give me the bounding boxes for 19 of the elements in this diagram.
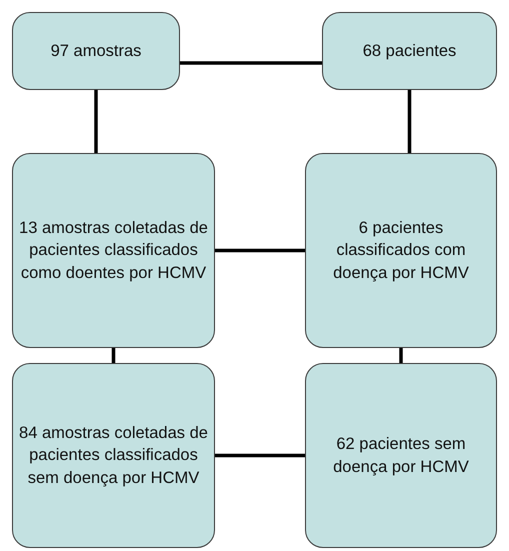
process-box [12, 363, 215, 548]
box-text: 97 amostras [50, 40, 142, 62]
process-box [305, 153, 497, 348]
box-text: 62 pacientes sem doença por HCMV [332, 434, 470, 478]
connector-line [399, 348, 403, 363]
connector-line [94, 90, 98, 153]
connector-line [180, 61, 322, 65]
box-text: 68 pacientes [362, 40, 456, 62]
connector-line [408, 90, 412, 153]
box-text: 13 amostras coletadas de pacientes classificados como doentes por HCMV [19, 218, 208, 284]
connector-line [215, 248, 305, 252]
process-box [12, 153, 215, 348]
box-text: 6 pacientes classificados com doença por HCMV [332, 218, 470, 284]
box-text: 84 amostras coletadas de pacientes classificados sem doença por HCMV [19, 423, 208, 489]
connector-line [112, 348, 116, 363]
process-box [322, 12, 497, 90]
connector-line [215, 454, 305, 458]
process-box [305, 363, 497, 548]
process-box [12, 12, 180, 90]
